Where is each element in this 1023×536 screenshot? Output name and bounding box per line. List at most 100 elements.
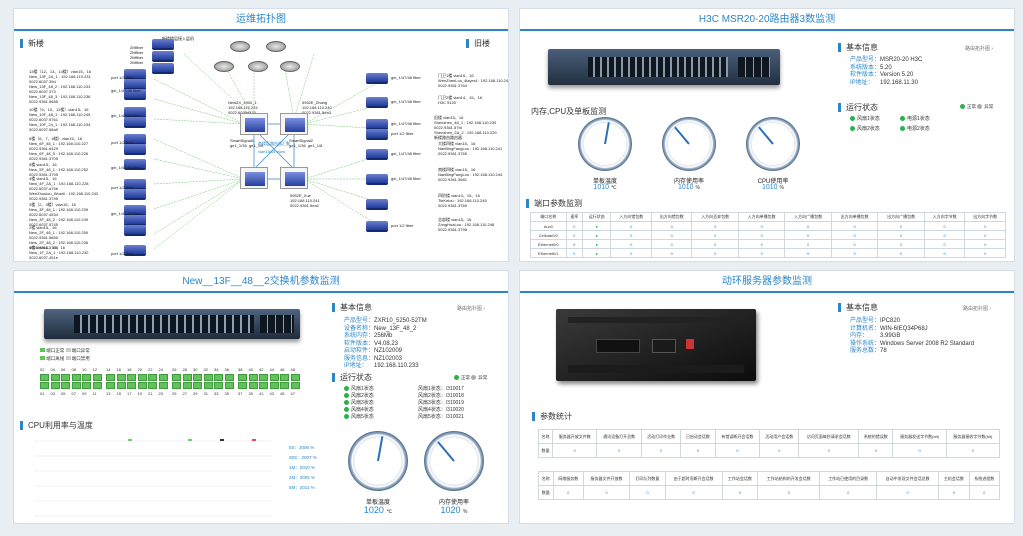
- left-switch-7[interactable]: [124, 144, 146, 153]
- port-26[interactable]: [172, 374, 181, 381]
- port-08[interactable]: [71, 374, 81, 381]
- right-switch-6[interactable]: [366, 174, 388, 183]
- table-row: 名称服务器开放文件数通讯设备打开总数活动打印作业数已启动会话数有错误断开会话数活…: [538, 429, 1001, 444]
- port-01[interactable]: [40, 382, 49, 389]
- port-label: 42: [259, 367, 264, 372]
- port-20[interactable]: [137, 374, 147, 381]
- port-10[interactable]: [82, 374, 91, 381]
- port-39[interactable]: [248, 382, 258, 389]
- port-24[interactable]: [158, 374, 168, 381]
- left-switch-9[interactable]: [124, 179, 146, 188]
- port-03[interactable]: [50, 382, 60, 389]
- right-switch-2[interactable]: [366, 97, 388, 106]
- router-port-table: 端口名称速率运行状态入方向错包数出方向错包数入方向丢弃包数入方向单播包数入方向广…: [530, 212, 1006, 258]
- port-06[interactable]: [61, 374, 70, 381]
- left-switch-5[interactable]: [124, 117, 146, 126]
- port-41[interactable]: [259, 382, 268, 389]
- top-router-1[interactable]: [230, 41, 250, 52]
- port-35[interactable]: [224, 382, 234, 389]
- switch-topology-link[interactable]: 路由拓扑图 ›: [457, 306, 486, 312]
- router-topology-link[interactable]: 路由拓扑图 ›: [965, 46, 994, 52]
- port-17[interactable]: [127, 382, 136, 389]
- router-gauge-temp-value: 1010 ℃: [593, 184, 617, 191]
- port-label: 13: [106, 391, 111, 396]
- left-switch-14[interactable]: [124, 245, 146, 254]
- port-18[interactable]: [127, 374, 136, 381]
- right-switch-1[interactable]: [366, 73, 388, 82]
- port-19[interactable]: [137, 382, 147, 389]
- core-switch-4[interactable]: [280, 167, 308, 189]
- left-switch-12[interactable]: [124, 215, 146, 224]
- port-45[interactable]: [280, 382, 289, 389]
- port-02[interactable]: [40, 374, 49, 381]
- top-router-3[interactable]: [214, 61, 234, 72]
- core-switch-3[interactable]: [240, 167, 268, 189]
- port-05[interactable]: [61, 382, 70, 389]
- port-23[interactable]: [158, 382, 168, 389]
- right-switch-3[interactable]: [366, 119, 388, 128]
- core-switch-2[interactable]: [280, 113, 308, 135]
- right-switch-4[interactable]: [366, 129, 388, 138]
- left-switch-6[interactable]: [124, 134, 146, 143]
- port-44[interactable]: [269, 374, 279, 381]
- port-07[interactable]: [71, 382, 81, 389]
- top-router-5[interactable]: [280, 61, 300, 72]
- port-11[interactable]: [92, 382, 102, 389]
- port-21[interactable]: [148, 382, 157, 389]
- port-34[interactable]: [214, 374, 223, 381]
- port-43[interactable]: [269, 382, 279, 389]
- left-switch-11[interactable]: [124, 205, 146, 214]
- right-switch-5[interactable]: [366, 149, 388, 158]
- core-label-3: SmartSignal1 ge1_1/36 ge1_1/8: [230, 138, 264, 148]
- core-switch-1[interactable]: [240, 113, 268, 135]
- top-router-4[interactable]: [248, 61, 268, 72]
- port-28[interactable]: [182, 374, 192, 381]
- left-switch-4[interactable]: [124, 107, 146, 116]
- right-switch-8[interactable]: [366, 221, 388, 230]
- port-04[interactable]: [50, 374, 60, 381]
- left-switch-2[interactable]: [124, 79, 146, 88]
- port-31[interactable]: [203, 382, 213, 389]
- port-30[interactable]: [193, 374, 202, 381]
- port-13[interactable]: [106, 382, 115, 389]
- port-48[interactable]: [290, 374, 300, 381]
- port-29[interactable]: [193, 382, 202, 389]
- port-25[interactable]: [172, 382, 181, 389]
- left-switch-3[interactable]: [124, 89, 146, 98]
- top-fiber-3: 2Mfiber: [130, 55, 144, 60]
- top-switch-3[interactable]: [152, 63, 174, 72]
- port-33[interactable]: [214, 382, 223, 389]
- port-14[interactable]: [106, 374, 115, 381]
- switch-gauge-temp-label: 单板温度: [365, 500, 390, 506]
- left-switch-13[interactable]: [124, 225, 146, 234]
- port-37[interactable]: [238, 382, 247, 389]
- server-topology-link[interactable]: 路由拓扑图 ›: [963, 306, 992, 312]
- right-switch-7[interactable]: [366, 199, 388, 208]
- port-42[interactable]: [259, 374, 268, 381]
- port-12[interactable]: [92, 374, 102, 381]
- port-36[interactable]: [224, 374, 234, 381]
- topology-links: [153, 53, 385, 250]
- right-port-5: gei_1/47/48 fiber: [391, 151, 421, 156]
- port-22[interactable]: [148, 374, 157, 381]
- port-09[interactable]: [82, 382, 91, 389]
- left-switch-8[interactable]: [124, 159, 146, 168]
- port-32[interactable]: [203, 374, 213, 381]
- port-15[interactable]: [116, 382, 126, 389]
- port-46[interactable]: [280, 374, 289, 381]
- router-gauge-mem: [662, 117, 716, 171]
- port-40[interactable]: [248, 374, 258, 381]
- port-16[interactable]: [116, 374, 126, 381]
- port-38[interactable]: [238, 374, 247, 381]
- left-node-7: 2楼 vlan15、16 New_2F_48_1 : 192.168.110.2…: [29, 225, 89, 250]
- port-47[interactable]: [290, 382, 300, 389]
- top-switch-1[interactable]: [152, 39, 174, 48]
- left-switch-1[interactable]: [124, 69, 146, 78]
- top-switch-2[interactable]: [152, 51, 174, 60]
- left-switch-10[interactable]: [124, 189, 146, 198]
- port-27[interactable]: [182, 382, 192, 389]
- top-router-2[interactable]: [266, 41, 286, 52]
